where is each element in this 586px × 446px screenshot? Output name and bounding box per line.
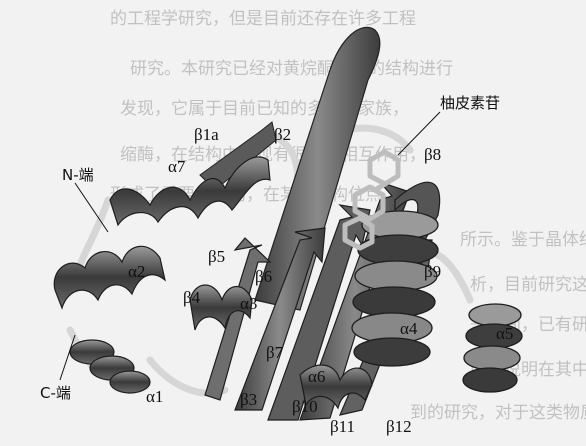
bg-line-6: 所示。鉴于晶体结构的研究结果， [460, 230, 586, 250]
beta5-label: β5 [208, 247, 225, 266]
alpha6-label: α6 [308, 367, 325, 386]
beta12-label: β12 [386, 417, 412, 436]
bg-line-1: 的工程学研究，但是目前还存在许多工程 [110, 9, 416, 29]
alpha3-label: α3 [240, 294, 257, 313]
alpha5-label: α5 [496, 324, 513, 343]
alpha4-label: α4 [400, 319, 418, 338]
c-terminus-label: C-端 [40, 384, 71, 402]
ligand-label: 柚皮素苷 [440, 94, 500, 112]
bg-line-2: 研究。本研究已经对黄烷酮合酶的结构进行 [130, 59, 453, 79]
beta9-label: β9 [424, 262, 441, 281]
bg-line-10: 到的研究，对于这类物质的结构研究 [410, 403, 586, 423]
beta11-label: β11 [330, 417, 355, 436]
helix-alpha5 [463, 304, 522, 392]
bg-line-7: 析，目前研究这些结构与功能的关系， [470, 275, 586, 295]
beta10-label: β10 [292, 397, 318, 416]
alpha7-label: α7 [168, 157, 186, 176]
beta1a-label: β1a [194, 125, 219, 144]
helix-alpha1 [70, 340, 150, 393]
bg-line-3: 发现，它属于目前已知的多个亚家族， [120, 99, 409, 119]
alpha1-label: α1 [146, 387, 163, 406]
beta4-label: β4 [183, 288, 201, 307]
helix-alpha2 [54, 246, 165, 308]
alpha2-label: α2 [128, 262, 145, 281]
n-terminus-label: N-端 [62, 166, 94, 184]
beta6-label: β6 [255, 267, 272, 286]
beta3-label: β3 [240, 390, 257, 409]
beta2-label: β2 [274, 125, 291, 144]
beta8-label: β8 [424, 145, 441, 164]
beta7-label: β7 [266, 343, 284, 362]
